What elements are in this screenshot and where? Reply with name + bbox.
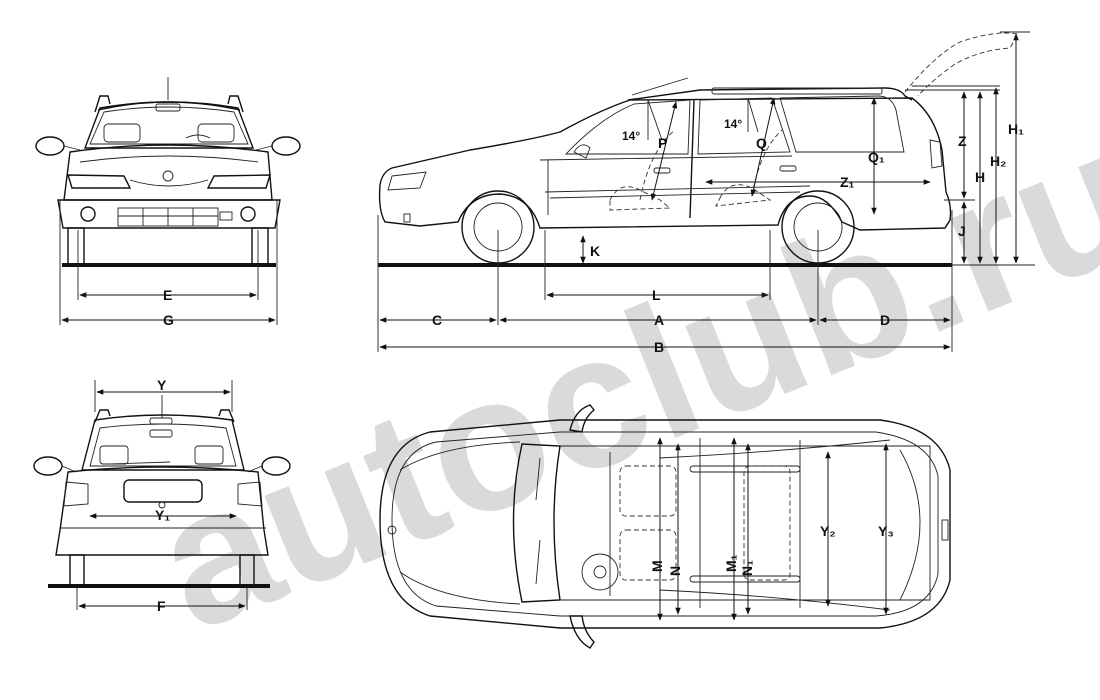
dim-label-A: A (654, 312, 664, 328)
dim-label-N: N (667, 566, 683, 576)
dim-label-Y2: Y₂ (820, 523, 836, 539)
angle-front: 14° (622, 129, 640, 143)
dim-label-H2: H₂ (990, 153, 1006, 169)
angle-rear: 14° (724, 117, 742, 131)
dim-label-G: G (163, 312, 174, 328)
dim-label-Q: Q (756, 135, 767, 151)
dim-label-H: H (975, 169, 985, 185)
dim-label-H1: H₁ (1008, 121, 1024, 137)
side-view: 14° 14° P Q Q₁ Z₁ Z J H H₂ H₁ (377, 31, 1035, 355)
dim-label-E: E (163, 287, 172, 303)
dim-label-P: P (658, 135, 667, 151)
dim-label-Q1: Q₁ (868, 149, 885, 165)
dim-label-Y: Y (157, 377, 167, 393)
rear-view: Y Y₁ F (33, 377, 291, 614)
top-view: M N M₁ N₁ Y₂ Y₃ (379, 404, 951, 649)
dim-label-Y3: Y₃ (878, 523, 894, 539)
dim-label-Z1: Z₁ (840, 174, 855, 190)
dim-label-Z: Z (958, 133, 967, 149)
dim-label-M1: M₁ (723, 554, 739, 572)
dim-label-D: D (880, 312, 890, 328)
dim-label-Y1: Y₁ (155, 507, 170, 523)
dim-label-N1: N₁ (739, 560, 755, 576)
dim-label-M: M (649, 560, 665, 572)
dim-label-L: L (652, 287, 661, 303)
front-view: E G (35, 77, 301, 328)
dim-label-B: B (654, 339, 664, 355)
dim-label-K: K (590, 243, 600, 259)
dim-label-J: J (958, 223, 966, 239)
dim-label-F: F (157, 598, 166, 614)
dim-label-C: C (432, 312, 442, 328)
